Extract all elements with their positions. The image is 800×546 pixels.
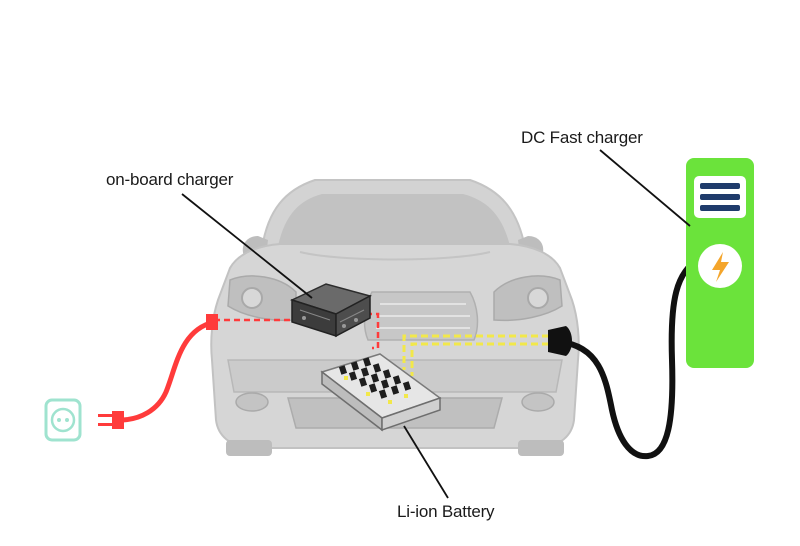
right-fog-light: [521, 392, 555, 412]
plug-prong: [98, 423, 112, 426]
left-wheel: [226, 440, 272, 456]
battery-cells: [338, 357, 412, 399]
dc-internal-path: [402, 334, 560, 370]
onboard-charger-unit: [289, 283, 373, 338]
li-ion-battery-pack: [320, 353, 442, 432]
dc-fast-charger-station: [686, 158, 754, 368]
right-wheel: [518, 440, 564, 456]
dc-callout-line: [599, 149, 691, 227]
ac-internal-path-to-battery: [366, 312, 380, 350]
dc-charging-cable: [548, 255, 703, 460]
battery-terminals: [344, 376, 408, 404]
onboard-charger-label: on-board charger: [106, 170, 234, 189]
wall-outlet-icon: [44, 398, 82, 442]
dc-connector: [548, 326, 572, 356]
right-headlight-lens: [527, 287, 549, 309]
charger-display-icon: [694, 176, 746, 218]
windshield: [278, 194, 510, 246]
obc-callout-line: [181, 193, 313, 299]
car: [210, 179, 580, 456]
left-headlight-lens: [241, 287, 263, 309]
left-fog-light: [235, 392, 269, 412]
plug-icon: [112, 411, 124, 429]
hood-line: [299, 251, 491, 261]
plug-prong: [98, 414, 112, 417]
ac-inlet-connector: [206, 314, 218, 330]
li-ion-battery-label: Li-ion Battery: [397, 502, 495, 521]
lightning-bolt-icon: [698, 244, 742, 288]
ac-charging-cable: [98, 314, 218, 429]
battery-callout-line: [403, 425, 449, 499]
dc-fast-charger-label: DC Fast charger: [521, 128, 643, 147]
dc-internal-path-lower: [410, 342, 560, 376]
